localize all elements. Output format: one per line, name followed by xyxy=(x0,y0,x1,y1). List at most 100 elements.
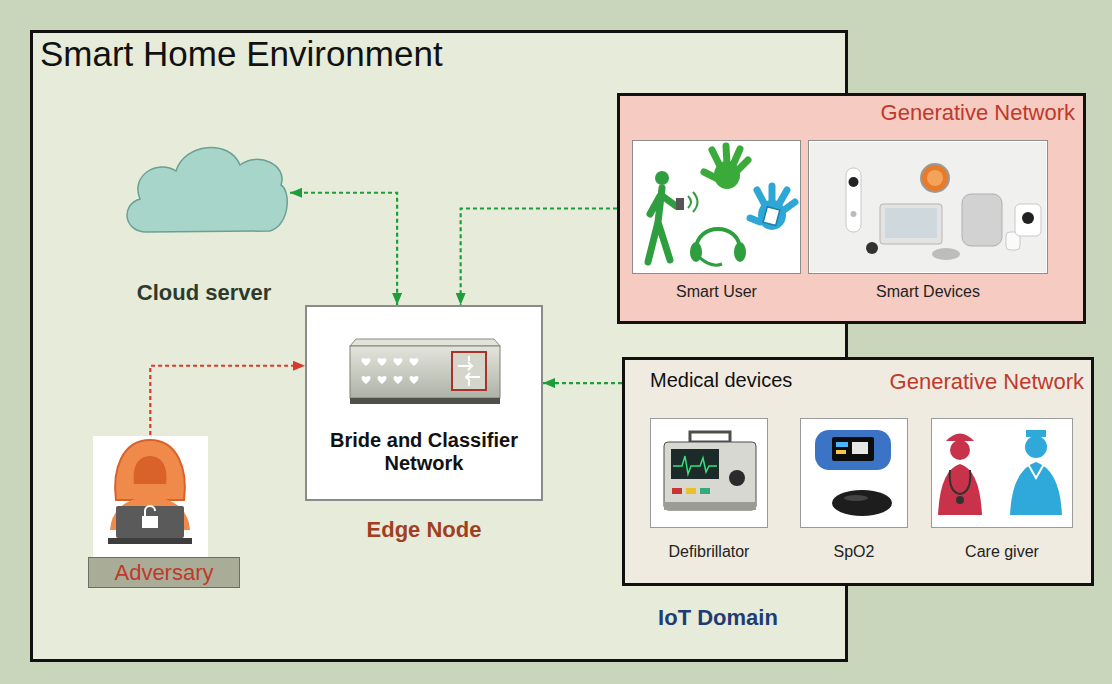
smart-devices-icon xyxy=(810,142,1046,272)
smart-user-icon xyxy=(655,171,669,185)
adversary-icon xyxy=(116,506,184,538)
pulse-oximeter-icon xyxy=(832,490,892,516)
adversary-icon xyxy=(108,538,192,544)
edge-device-icon xyxy=(350,339,500,346)
label-holder: Care giver xyxy=(931,543,1073,561)
smart-devices-icon xyxy=(885,208,937,238)
node-label: Adversary xyxy=(88,557,240,588)
device-panel: SpO2 xyxy=(800,418,908,528)
care-giver-icon xyxy=(1026,430,1046,437)
node-label: Generative Network xyxy=(843,100,1075,125)
label-holder: Smart User xyxy=(622,283,811,301)
node-label: Edge Node xyxy=(285,517,563,542)
smart-user-icon xyxy=(688,192,698,212)
device-panel: Defibrillator xyxy=(650,418,768,528)
adversary-icon xyxy=(145,506,155,516)
care-giver-icon xyxy=(938,430,1062,515)
smart-user-icon xyxy=(648,146,795,265)
cloud-outline xyxy=(118,135,290,240)
label-holder: Smart Devices xyxy=(808,283,1048,301)
smart-devices-icon xyxy=(846,168,861,232)
smart-user-icon xyxy=(714,161,740,189)
smart-devices-icon xyxy=(880,204,942,244)
node-label: SpO2 xyxy=(790,543,918,561)
edge-device-icon xyxy=(350,339,500,404)
smart-user-icon xyxy=(758,200,786,230)
defibrillator-icon xyxy=(673,456,717,474)
defibrillator-icon xyxy=(690,432,730,442)
edge-node-box: Bride and Classifier NetworkEdge Node xyxy=(305,305,543,501)
edge-device-icon xyxy=(350,346,500,398)
edge-device-icon xyxy=(409,358,418,366)
care-giver-icon xyxy=(956,496,964,504)
edge-device-icon xyxy=(409,376,418,384)
label-holder: SpO2 xyxy=(790,543,918,561)
adversary-node: Adversary xyxy=(88,435,240,592)
smart-user-icon xyxy=(690,242,702,262)
edge-device-icon xyxy=(452,352,486,390)
edge-device-icon xyxy=(361,376,370,384)
adversary-icon xyxy=(142,516,158,528)
device-panel: Care giver xyxy=(931,418,1073,528)
smart-devices-icon xyxy=(810,142,1046,272)
defibrillator-icon xyxy=(664,442,756,510)
smart-devices-icon xyxy=(962,194,1002,246)
environment-frame: Cloud serverSmart UserSmart DevicesGener… xyxy=(30,30,848,662)
adversary-icon xyxy=(110,496,190,530)
adversary-icon xyxy=(115,440,185,500)
smart-devices-icon xyxy=(851,211,857,217)
pulse-oximeter-icon xyxy=(815,430,891,470)
defibrillator-icon xyxy=(664,432,756,510)
defibrillator-icon xyxy=(729,470,745,486)
pulse-oximeter-icon xyxy=(815,430,892,516)
edge-device-icon xyxy=(361,358,370,366)
care-giver-icon xyxy=(946,434,974,442)
smart-devices-icon xyxy=(1015,204,1041,236)
label-holder: Cloud server xyxy=(104,280,304,305)
smart-user-icon xyxy=(676,198,684,210)
care-giver-icon xyxy=(1010,462,1062,515)
node-label: Bride and Classifier Network xyxy=(315,429,533,475)
edge-device-icon xyxy=(377,376,386,384)
smart-user-icon xyxy=(750,186,795,222)
smart-user-icon xyxy=(700,258,722,265)
label-holder: IoT Domain xyxy=(608,605,828,630)
label-holder: Generative Network xyxy=(843,100,1075,125)
edge-device-icon xyxy=(377,358,386,366)
smart-devices-icon xyxy=(932,248,960,260)
smart-user-icon xyxy=(763,207,780,226)
defibrillator-icon xyxy=(700,488,710,494)
adversary-icon xyxy=(93,436,208,557)
smart-devices-icon xyxy=(1022,212,1034,224)
dashed-connector xyxy=(150,366,305,435)
smart-devices-icon xyxy=(849,177,859,187)
defibrillator-icon xyxy=(672,488,682,494)
dashed-connector xyxy=(461,209,617,306)
defibrillator-icon xyxy=(664,502,756,510)
defibrillator-icon xyxy=(671,449,719,479)
smart-user-icon xyxy=(704,146,748,178)
medical-devices-panel: DefibrillatorSpO2Care giverMedical devic… xyxy=(622,357,1094,586)
care-giver-icon xyxy=(938,464,982,515)
node-label: Smart Home Environment xyxy=(40,34,660,74)
care-giver-icon xyxy=(950,440,970,460)
node-label: Cloud server xyxy=(104,280,304,305)
cloud-server: Cloud server xyxy=(118,135,290,240)
pulse-oximeter-icon xyxy=(832,437,874,461)
node-label: Generative Network xyxy=(852,369,1084,394)
generative-network-panel: Smart UserSmart Devices Generative Networ… xyxy=(617,93,1086,324)
smart-user-icon xyxy=(734,242,746,262)
smart-devices-icon xyxy=(921,164,949,192)
smart-devices-icon xyxy=(927,170,943,186)
node-label: Medical devices xyxy=(650,369,850,392)
pulse-oximeter-icon xyxy=(852,442,868,454)
adversary-icon xyxy=(134,456,167,484)
smart-user-icon xyxy=(648,188,676,262)
cloud-outline xyxy=(127,148,287,232)
care-giver-icon xyxy=(950,470,971,494)
label-holder: Medical devices xyxy=(650,369,850,392)
node-label: Care giver xyxy=(931,543,1073,561)
edge-device-icon xyxy=(393,376,402,384)
label-holder: Generative Network xyxy=(852,369,1084,394)
